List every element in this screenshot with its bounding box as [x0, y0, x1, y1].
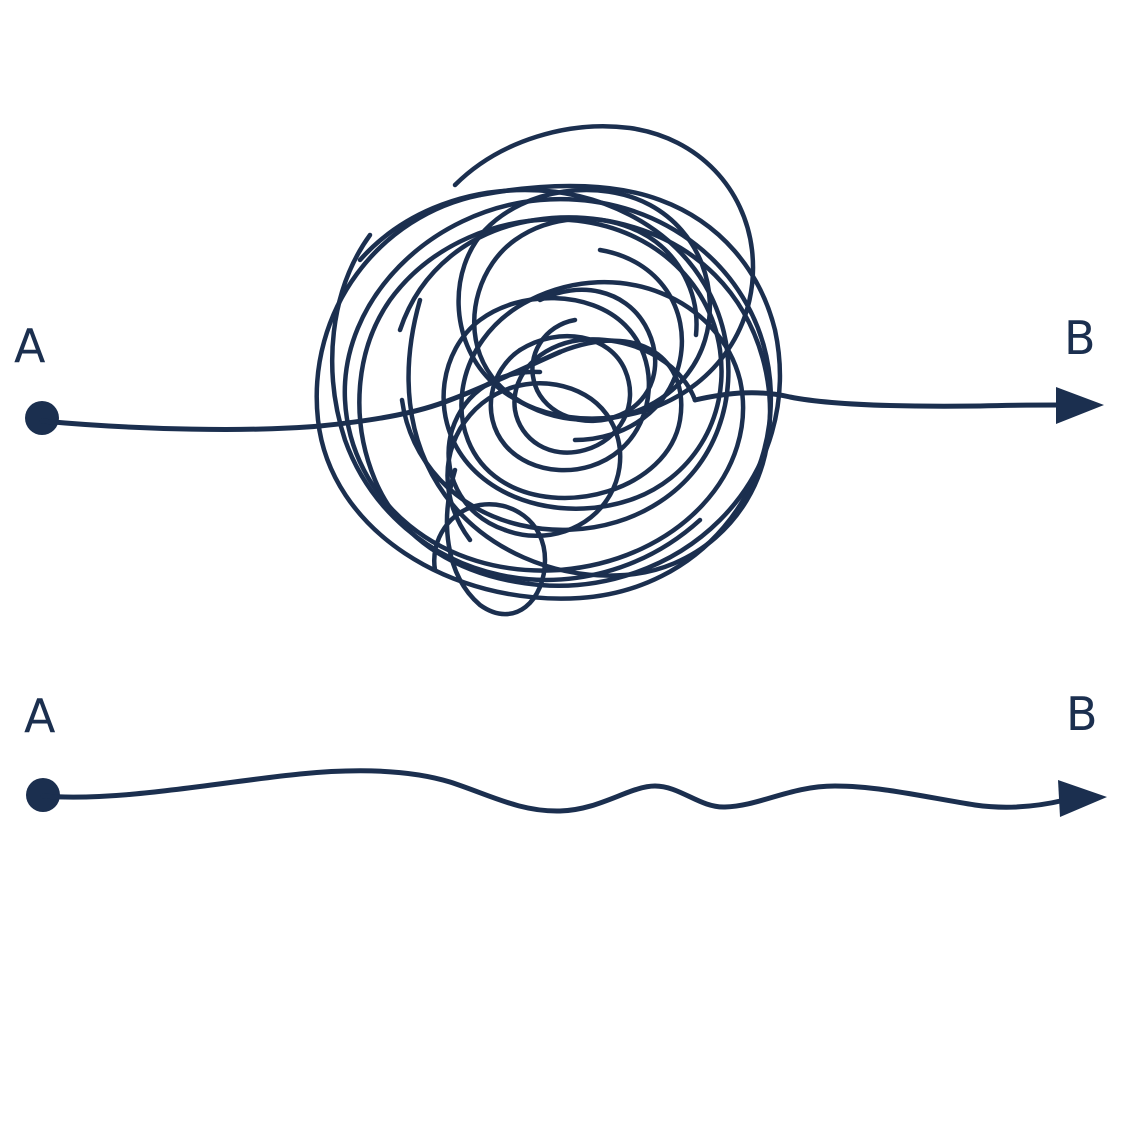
tangled-end-label: B: [1064, 311, 1096, 365]
tangled-start-dot: [25, 401, 59, 435]
tangled-end-arrowhead: [1056, 387, 1104, 424]
wavy-path-line: [40, 768, 1068, 814]
tangled-path-diagram: A B: [14, 124, 1104, 617]
wavy-end-arrowhead: [1058, 780, 1107, 817]
tangled-start-label: A: [14, 319, 46, 373]
tangle-scribble: [314, 124, 783, 617]
wavy-start-label: A: [24, 689, 56, 743]
wavy-path-diagram: A B: [24, 687, 1107, 817]
tangled-path-exit-line: [692, 390, 1065, 409]
wavy-end-label: B: [1066, 687, 1098, 741]
